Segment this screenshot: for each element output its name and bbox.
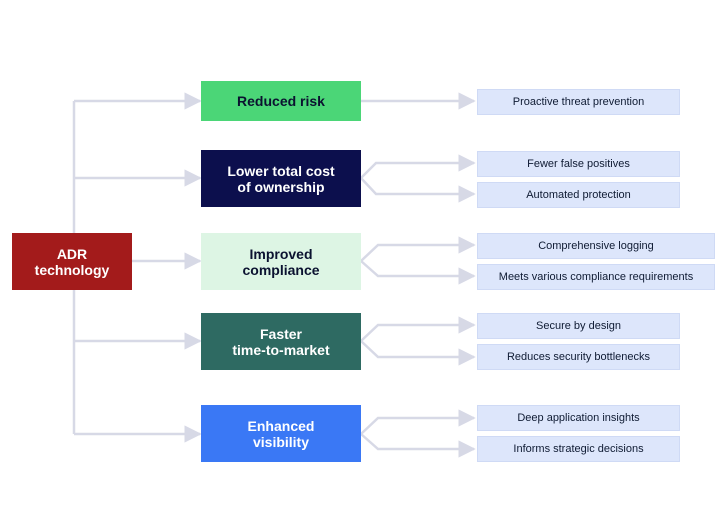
outcome-secure-by-design: Secure by design <box>477 313 680 339</box>
outcome-deep-application-insights: Deep application insights <box>477 405 680 431</box>
arrow-visibility-out-1 <box>360 409 476 435</box>
arrow-visibility-out-2 <box>360 433 476 458</box>
arrow-ttm-out-2 <box>360 340 476 366</box>
outcome-comprehensive-logging: Comprehensive logging <box>477 233 715 259</box>
benefit-reduced-risk: Reduced risk <box>201 81 361 121</box>
arrow-cost-out-2 <box>360 177 476 203</box>
arrow-compliance-out-2 <box>360 260 476 285</box>
outcome-automated-protection: Automated protection <box>477 182 680 208</box>
benefit-faster-time-to-market: Faster time-to-market <box>201 313 361 370</box>
arrow-cost-out-1 <box>360 154 476 179</box>
outcome-fewer-false-positives: Fewer false positives <box>477 151 680 177</box>
arrow-ttm-out-1 <box>360 316 476 342</box>
benefit-improved-compliance: Improved compliance <box>201 233 361 290</box>
outcome-meets-compliance-requirements: Meets various compliance requirements <box>477 264 715 290</box>
benefit-lower-total-cost: Lower total cost of ownership <box>201 150 361 207</box>
root-node-adr-technology: ADR technology <box>12 233 132 290</box>
benefit-enhanced-visibility: Enhanced visibility <box>201 405 361 462</box>
outcome-proactive-threat-prevention: Proactive threat prevention <box>477 89 680 115</box>
outcome-informs-strategic-decisions: Informs strategic decisions <box>477 436 680 462</box>
outcome-reduces-security-bottlenecks: Reduces security bottlenecks <box>477 344 680 370</box>
arrow-compliance-out-1 <box>360 236 476 262</box>
